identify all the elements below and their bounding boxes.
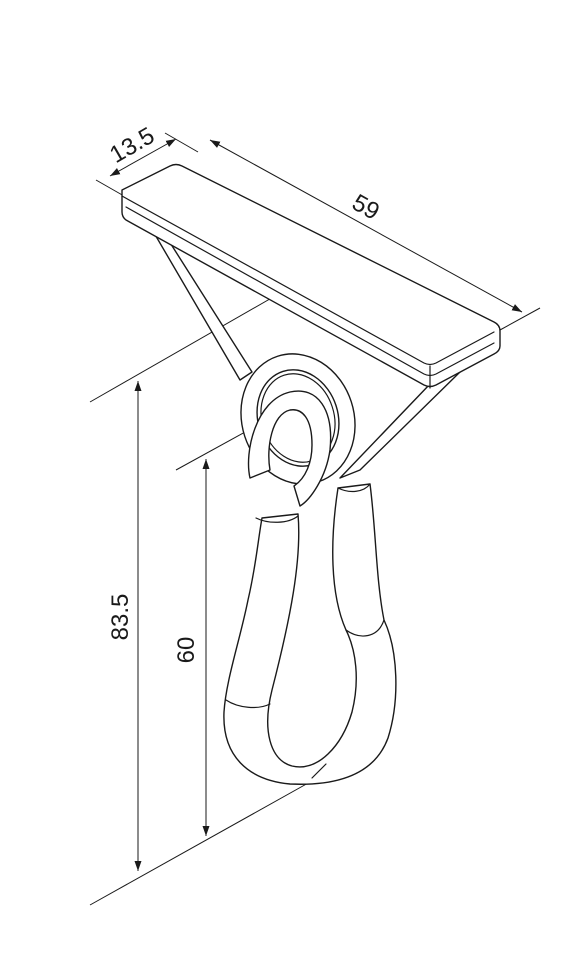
- dim-line-plate-width: [109, 138, 177, 177]
- snap-hook: [223, 390, 397, 785]
- dimension-label-plate-width: 13.5: [105, 122, 159, 169]
- dimension-lines: [109, 138, 523, 871]
- mounting-plate: [121, 163, 501, 389]
- dimension-label-total-height: 83.5: [107, 594, 134, 641]
- dim-line-plate-length: [209, 139, 523, 313]
- dimension-label-plate-length: 59: [347, 189, 383, 226]
- dimension-label-hook-height: 60: [173, 637, 200, 664]
